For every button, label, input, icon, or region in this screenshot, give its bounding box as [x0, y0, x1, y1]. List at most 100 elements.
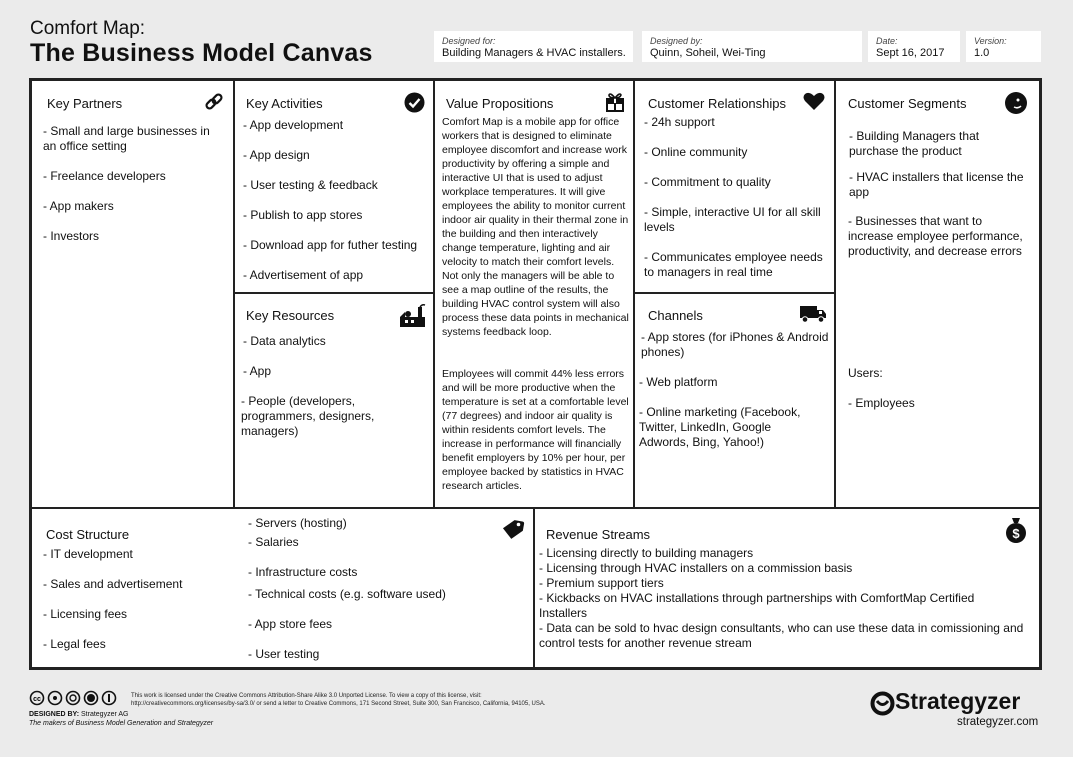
list-item: - Simple, interactive UI for all skill l… [644, 205, 821, 234]
list-item: - User testing & feedback [243, 178, 378, 192]
value-propositions-title: Value Propositions [446, 96, 554, 111]
designed-by-value: Quinn, Soheil, Wei-Ting [650, 47, 766, 59]
link-icon [205, 93, 223, 110]
list-item: - App development [243, 118, 344, 132]
value-proposition-description: Comfort Map is a mobile app for office w… [442, 116, 629, 338]
list-item: - HVAC installers that license the app [849, 170, 1024, 199]
list-item: - Small and large businesses in an offic… [43, 124, 210, 153]
designed-by-caption: DESIGNED BY: [29, 711, 80, 718]
list-item: - App [243, 364, 272, 378]
cost-structure-title: Cost Structure [46, 527, 130, 542]
customer-relationships-title: Customer Relationships [648, 96, 787, 111]
title-prefix: Comfort Map: [30, 18, 146, 39]
list-item: - Online community [644, 145, 748, 159]
list-item: - Download app for futher testing [243, 238, 418, 252]
designed-by-line: DESIGNED BY: Strategyzer AG [29, 711, 128, 718]
list-item: - Publish to app stores [243, 208, 363, 222]
tag-icon [502, 520, 525, 539]
svg-text:$: $ [1012, 526, 1020, 541]
version-box[interactable]: Version: 1.0 [966, 31, 1041, 62]
list-item: - Legal fees [43, 637, 106, 651]
channels-title: Channels [648, 308, 703, 323]
date-box[interactable]: Date: Sept 16, 2017 [868, 31, 960, 62]
list-item: - Commitment to quality [644, 175, 771, 189]
list-item: - Employees [848, 396, 915, 410]
date-label: Date: [876, 36, 898, 46]
divider [233, 81, 235, 507]
designed-for-value: Building Managers & HVAC installers. [442, 47, 626, 59]
customer-segments-title: Customer Segments [848, 96, 967, 111]
list-item: - Data analytics [243, 334, 326, 348]
factory-icon [400, 304, 426, 327]
strategyzer-logo-icon [870, 691, 895, 716]
list-item: - Servers (hosting) [248, 516, 347, 530]
cc-license-icon: cc [29, 690, 117, 706]
designed-by-box[interactable]: Designed by: Quinn, Soheil, Wei-Ting [642, 31, 862, 62]
key-partners-section[interactable]: Key Partners - Small and large businesse… [32, 81, 233, 507]
list-item: - App stores (for iPhones & Android phon… [641, 330, 829, 359]
face-icon [1005, 92, 1027, 114]
list-item: - Licensing directly to building manager… [539, 546, 754, 560]
list-item: - 24h support [644, 115, 715, 129]
heart-icon [803, 92, 825, 110]
tagline: The makers of Business Model Generation … [29, 720, 214, 727]
brand-url[interactable]: strategyzer.com [957, 716, 1039, 728]
version-value: 1.0 [974, 47, 990, 59]
list-item: - Investors [43, 229, 100, 243]
page-title: The Business Model Canvas [30, 39, 373, 67]
list-item: - Building Managers that purchase the pr… [849, 129, 980, 158]
list-item: - Online marketing (Facebook, Twitter, L… [639, 405, 801, 449]
key-activities-title: Key Activities [246, 96, 323, 111]
list-item: - App design [243, 148, 310, 162]
license-text-1: This work is licensed under the Creative… [131, 693, 482, 699]
divider [32, 507, 1039, 509]
date-value: Sept 16, 2017 [876, 47, 945, 59]
designed-for-box[interactable]: Designed for: Building Managers & HVAC i… [434, 31, 633, 62]
divider [633, 292, 836, 294]
key-resources-title: Key Resources [246, 308, 335, 323]
list-item: - Salaries [248, 535, 299, 549]
list-item: - App store fees [248, 617, 333, 631]
list-item: - Technical costs (e.g. software used) [248, 587, 446, 601]
list-item: - Kickbacks on HVAC installations throug… [539, 591, 975, 620]
key-resources-section[interactable]: Key Resources - Data analytics - App - P… [235, 294, 433, 507]
list-item: - Web platform [639, 375, 718, 389]
value-propositions-section[interactable]: Value Propositions Comfort Map is a mobi… [435, 81, 633, 507]
creative-commons-badges: cc [29, 690, 129, 706]
divider [233, 292, 435, 294]
divider [633, 81, 635, 507]
list-item: - Premium support tiers [539, 576, 664, 590]
key-partners-title: Key Partners [47, 96, 123, 111]
svg-text:cc: cc [33, 696, 41, 703]
list-item: - People (developers, programmers, desig… [241, 394, 375, 438]
money-bag-icon: $ [1006, 518, 1026, 543]
designed-by-name: Strategyzer AG [81, 711, 129, 718]
revenue-streams-section[interactable]: Revenue Streams $ - Licensing directly t… [535, 509, 1039, 667]
list-item: - Data can be sold to hvac design consul… [539, 621, 1024, 650]
value-proposition-benefits: Employees will commit 44% less errors an… [442, 368, 629, 492]
list-item: - Licensing through HVAC installers on a… [539, 561, 853, 575]
version-label: Version: [974, 36, 1007, 46]
key-activities-section[interactable]: Key Activities - App development - App d… [235, 81, 433, 292]
list-item: - Infrastructure costs [248, 565, 358, 579]
list-item: - Communicates employee needs to manager… [644, 250, 823, 279]
cost-structure-section[interactable]: Cost Structure - IT development - Sales … [32, 509, 533, 667]
list-item: - Freelance developers [43, 169, 166, 183]
channels-section[interactable]: Channels - App stores (for iPhones & And… [635, 294, 834, 507]
list-item: - Licensing fees [43, 607, 128, 621]
business-model-canvas: Key Partners - Small and large businesse… [29, 78, 1042, 670]
list-item: - Advertisement of app [243, 268, 364, 282]
divider [433, 81, 435, 507]
license-text-2[interactable]: http://creativecommons.org/licenses/by-s… [131, 701, 546, 707]
customer-relationships-section[interactable]: Customer Relationships - 24h support - O… [635, 81, 834, 292]
check-icon [404, 92, 425, 113]
designed-for-label: Designed for: [442, 36, 496, 46]
customer-segments-section[interactable]: Customer Segments - Building Managers th… [836, 81, 1039, 507]
divider [834, 81, 836, 507]
divider [533, 507, 535, 667]
truck-icon [800, 306, 826, 323]
designed-by-label: Designed by: [650, 36, 703, 46]
list-item: - Businesses that want to increase emplo… [848, 214, 1023, 258]
brand-name: Strategyzer [895, 688, 1021, 714]
strategyzer-logo[interactable]: Strategyzer [870, 688, 1045, 716]
